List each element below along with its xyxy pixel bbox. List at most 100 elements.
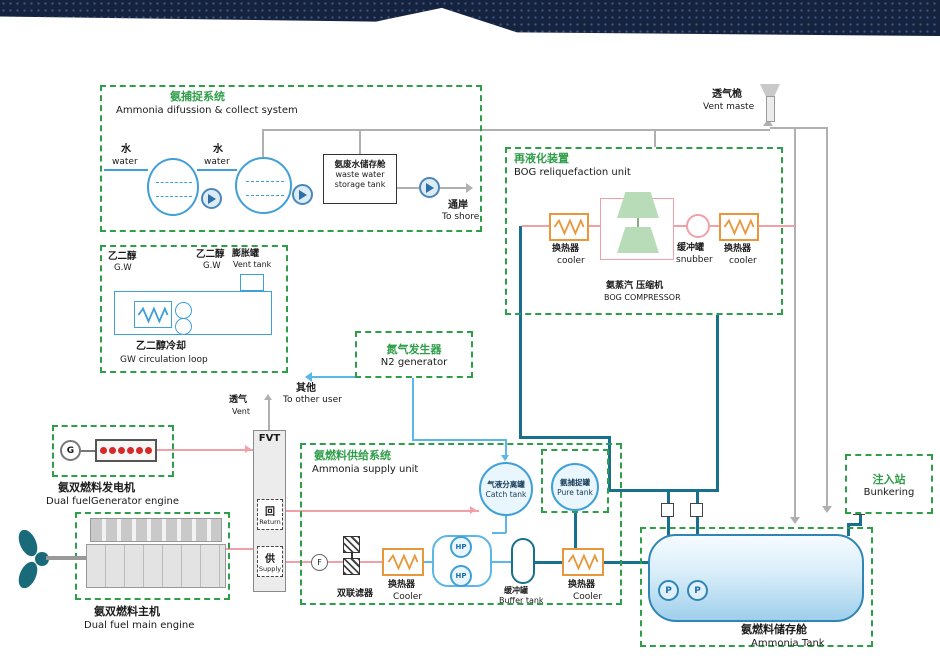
gw-loop-box <box>100 245 288 373</box>
filter-connector <box>351 553 353 558</box>
pipe-pure-drop <box>574 511 577 549</box>
duplex-filter-icon <box>343 536 360 553</box>
fvt-return-port: 回 Return <box>257 499 283 530</box>
to-shore-en: To shore <box>442 212 480 222</box>
pipe-vent-drop-tank2 <box>262 129 264 157</box>
zigzag-coil-icon <box>567 553 599 571</box>
tank-pump-icon: P <box>687 580 708 601</box>
pipe-bog-4 <box>710 225 719 227</box>
liquid-level-line <box>156 196 192 197</box>
pipe-supply-7 <box>604 561 648 564</box>
compressor-connector <box>637 218 639 227</box>
engine-dot <box>145 447 152 454</box>
gw-loop-pipe <box>114 291 272 335</box>
engine-dot <box>118 447 125 454</box>
gw2-en: G.W <box>203 261 221 271</box>
bog-cooler-left-cn: 换热器 <box>552 244 580 254</box>
pipe-vent-header <box>262 129 770 131</box>
pipe-bunker-v2 <box>847 523 850 536</box>
collect-tank-1 <box>147 158 199 216</box>
gw1-cn: 乙二醇 <box>108 251 137 262</box>
pipe-vent-drop-storage <box>359 129 361 155</box>
generator-shaft <box>81 450 95 452</box>
vent-mast-en: Vent maste <box>703 102 755 112</box>
arrow-other-user <box>300 372 312 382</box>
arrow-into-mast <box>763 114 773 126</box>
engine-dot <box>127 447 134 454</box>
pipe-catch-elbow <box>492 532 506 534</box>
flowmeter-icon: F <box>311 554 328 571</box>
pipe-engine-fvt <box>226 548 253 550</box>
ammonia-tank-cn: 氨燃料储存舱 <box>741 623 807 636</box>
storage-label-en: waste water storage tank <box>334 170 386 189</box>
gw1-en: G.W <box>114 263 132 273</box>
supply-cooler-left-en: Cooler <box>393 592 423 602</box>
hp-pump-label: HP <box>455 543 467 551</box>
pump-icon <box>201 188 222 209</box>
tank-pump-label: P <box>694 585 701 596</box>
bog-cooler-right-en: cooler <box>729 256 757 266</box>
bog-unit-box <box>505 147 783 315</box>
pure-tank-box <box>541 449 609 513</box>
supply-unit-box <box>300 443 622 605</box>
hp-pump-icon: HP <box>450 565 472 587</box>
vent-mast-cap-icon <box>760 84 780 96</box>
collect-system-box <box>100 85 482 232</box>
gw-pump-icon <box>175 318 192 335</box>
zigzag-coil-icon <box>723 218 755 236</box>
generator-g-icon: G <box>60 440 81 461</box>
gw-heat-exchanger-icon <box>134 301 172 328</box>
propeller-shaft <box>46 556 86 560</box>
pipe-supply-2 <box>328 561 343 563</box>
engine-body <box>86 544 226 588</box>
pipe-generator-fvt <box>157 449 253 451</box>
waste-water-storage-tank: 氨废水储存舱 waste water storage tank <box>323 154 397 204</box>
bog-cooler-left-icon <box>549 213 589 241</box>
bog-cooler-right-icon <box>719 213 759 241</box>
engine-dot <box>100 447 107 454</box>
pipe-main-h437 <box>519 436 611 439</box>
supply-cooler-left-cn: 换热器 <box>388 580 416 590</box>
tank-pump-label: P <box>665 585 672 596</box>
arrow-down-2 <box>822 506 832 518</box>
pump-rotor <box>208 193 221 204</box>
other-user-cn: 其他 <box>296 383 316 394</box>
flowmeter-label: F <box>317 558 322 567</box>
zigzag-coil-icon <box>553 218 585 236</box>
fvt-return-en: Return <box>259 518 281 526</box>
arrow-down-1 <box>790 517 800 529</box>
pipe-fvt-vent <box>268 397 270 430</box>
gw-vent-tank <box>240 274 264 291</box>
duplex-filter-icon <box>343 558 360 575</box>
pure-tank-en: Pure tank <box>557 488 593 497</box>
supply-cooler-right-icon <box>562 548 604 576</box>
catch-tank: 气液分离罐 Catch tank <box>479 462 533 516</box>
buffer-tank-icon <box>511 538 535 584</box>
bog-compressor-en: BOG COMPRESSOR <box>604 293 681 302</box>
generator-box <box>52 425 174 477</box>
pipe-n2-down <box>412 378 414 440</box>
main-engine-label-cn: 氨双燃料主机 <box>94 605 160 618</box>
buffer-tank-cn: 缓冲罐 <box>504 586 528 595</box>
gw-pump-icon <box>175 302 192 319</box>
vent-mast-cn: 透气桅 <box>712 89 742 100</box>
liquid-level-line <box>246 195 284 196</box>
fvt-supply-cn: 供 <box>265 554 275 565</box>
pipe-vent-top-right <box>770 127 828 129</box>
collect-title-cn: 氨捕捉系统 <box>170 90 225 103</box>
zigzag-coil-icon <box>387 553 419 571</box>
engine-dot <box>136 447 143 454</box>
tank-pump-icon: P <box>658 580 679 601</box>
pipe-main-bog-down <box>519 226 522 438</box>
zigzag-coil-icon <box>137 305 169 324</box>
arrow-gen-fvt <box>245 445 255 453</box>
water2-label-cn: 水 <box>213 144 223 155</box>
pipe-supply-6 <box>535 561 562 564</box>
pipe-main-h490 <box>608 489 719 492</box>
pipe-bog-3 <box>674 225 686 227</box>
pipe-vent-vertical-1 <box>794 127 796 519</box>
bog-compressor-cn: 氨蒸汽 压缩机 <box>606 281 664 291</box>
water2-label-en: water <box>204 157 230 167</box>
pure-tank: 氨捕捉罐 Pure tank <box>551 463 599 511</box>
pipe-supply-3 <box>360 561 382 563</box>
